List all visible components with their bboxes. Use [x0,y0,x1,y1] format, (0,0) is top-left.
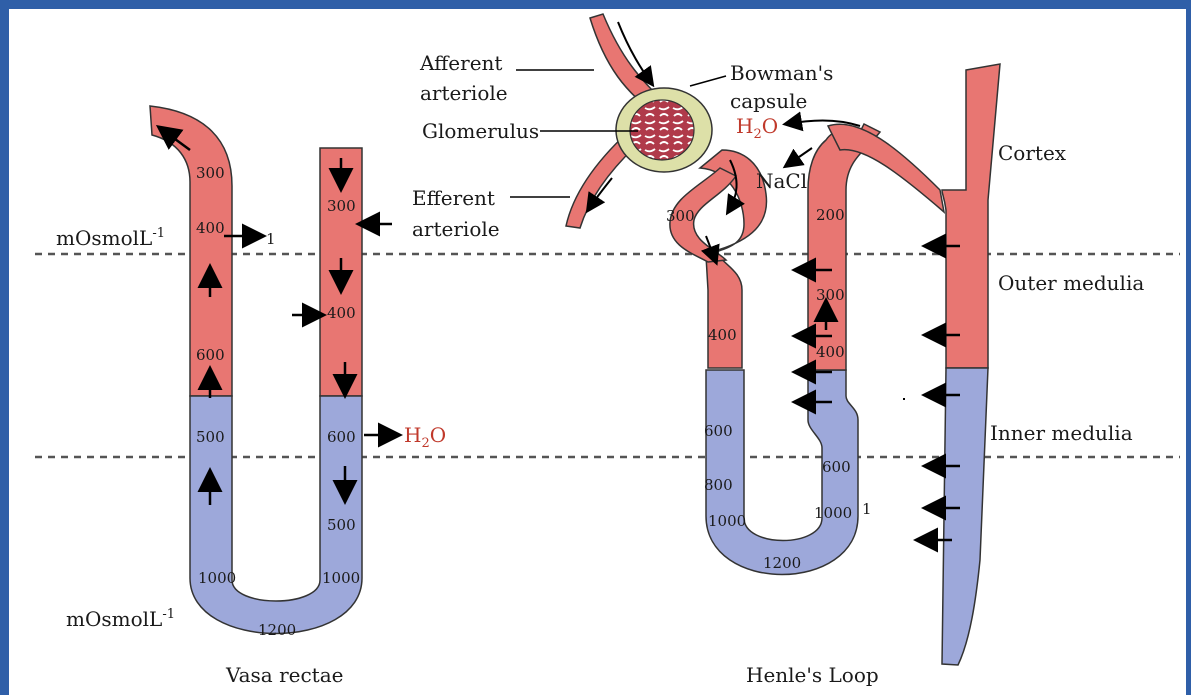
henle-asc-200: 200 [816,206,845,224]
henle-bottom-1200: 1200 [763,554,801,572]
henle-desc-300: 300 [666,207,695,225]
inner-medulla-label: Inner medulia [990,421,1133,445]
h2o-label-cortex: H2O [736,114,778,142]
henle-asc-300: 300 [816,286,845,304]
vasa-rectae-caption: Vasa rectae [225,663,343,687]
afferent-label-2: arteriole [420,81,508,105]
unit-label-top: mOsmolL-1 [56,226,165,250]
stray-mark: 1 [266,230,276,248]
glomerulus [630,100,694,160]
h2o-label-vasa: H2O [404,423,446,451]
henle-asc-400: 400 [816,343,845,361]
vasa-desc-400: 400 [327,304,356,322]
vasa-desc-300: 300 [327,197,356,215]
henle-desc-800: 800 [704,476,733,494]
efferent-label-1: Efferent [412,186,495,210]
vasa-asc-600: 600 [196,346,225,364]
vasa-asc-300: 300 [196,164,225,182]
vasa-desc-600: 600 [327,428,356,446]
henle-desc-400: 400 [708,326,737,344]
vasa-desc-500: 500 [327,516,356,534]
vasa-desc-1000: 1000 [322,569,360,587]
outer-medulla-label: Outer medulia [998,271,1144,295]
henle-stray-mark: 1 [862,500,872,518]
bowman-label-1: Bowman's [730,61,833,85]
glomerulus-label: Glomerulus [422,119,539,143]
afferent-label-1: Afferent [419,51,502,75]
unit-label-bottom: mOsmolL-1 [66,607,175,631]
efferent-label-2: arteriole [412,217,500,241]
henle-desc-1000: 1000 [708,512,746,530]
vasa-asc-400: 400 [196,219,225,237]
nacl-label: NaCl [756,169,807,193]
henle-asc-1000: 1000 [814,504,852,522]
vasa-rectae: 1 [150,106,398,634]
vasa-asc-1000: 1000 [198,569,236,587]
cortex-label: Cortex [998,141,1067,165]
henle-desc-600: 600 [704,422,733,440]
bowman-label-2: capsule [730,89,807,113]
henle-asc-600: 600 [822,458,851,476]
henle-loop-caption: Henle's Loop [746,663,879,687]
vasa-asc-500: 500 [196,428,225,446]
vasa-bottom-1200: 1200 [258,621,296,639]
